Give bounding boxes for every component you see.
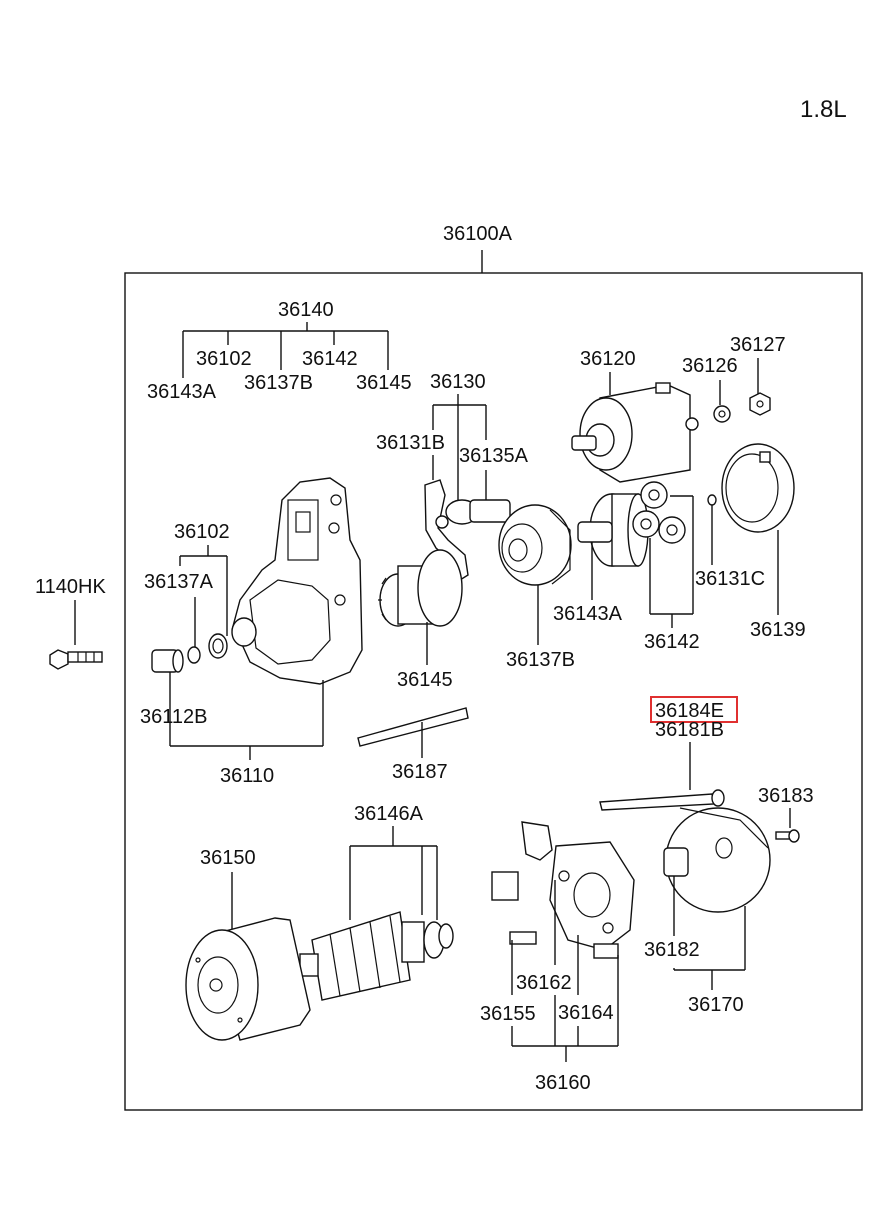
label-36170[interactable]: 36170 [688,994,744,1016]
label-36140[interactable]: 36140 [278,299,334,321]
label-36127[interactable]: 36127 [730,334,786,356]
pinion-gear-part [378,549,463,627]
brush-holder-part [491,821,635,959]
label-36187[interactable]: 36187 [392,761,448,783]
engine-label: 1.8L [800,96,847,123]
label-36142-top[interactable]: 36142 [302,348,358,370]
label-36102-top[interactable]: 36102 [196,348,252,370]
planet-gears-part [632,481,686,544]
label-36143a-top[interactable]: 36143A [147,381,217,403]
highlight-36184e-box [650,696,738,723]
armature-part [299,911,454,1001]
steel-ball-part [707,494,717,506]
label-36143a-mid[interactable]: 36143A [553,603,623,625]
leader-36160-bracket [511,880,619,1062]
drive-lever-part [424,479,511,582]
label-36145-top[interactable]: 36145 [356,372,412,394]
label-36150[interactable]: 36150 [200,847,256,869]
label-36139[interactable]: 36139 [750,619,806,641]
label-36126[interactable]: 36126 [682,355,738,377]
label-36137b-top[interactable]: 36137B [244,372,313,394]
leader-36140-bracket [182,322,389,378]
label-36130[interactable]: 36130 [430,371,486,393]
label-36135a[interactable]: 36135A [459,445,529,467]
label-36162[interactable]: 36162 [516,972,572,994]
bolt-1140hk-icon [49,649,103,670]
leader-36170-bracket [673,876,746,990]
through-bolt-part [599,789,725,811]
bushing-parts [151,633,228,673]
rear-bracket-part [663,807,771,913]
leader-36110-bracket [169,672,324,760]
label-36145-mid[interactable]: 36145 [397,669,453,691]
solenoid-part [571,382,699,483]
label-36120[interactable]: 36120 [580,348,636,370]
label-36146a[interactable]: 36146A [354,803,424,825]
internal-gear-ring-part [721,443,795,533]
label-1140hk[interactable]: 1140HK [35,576,106,598]
label-36184e[interactable]: 36184E [655,700,724,722]
threaded-rod-part [357,707,469,747]
label-36102-mid[interactable]: 36102 [174,521,230,543]
label-36160[interactable]: 36160 [535,1072,591,1094]
label-36110[interactable]: 36110 [220,765,274,787]
label-36164[interactable]: 36164 [558,1002,614,1024]
leader-36130-bracket [432,394,487,500]
label-36137a[interactable]: 36137A [144,571,214,593]
label-36131b[interactable]: 36131B [376,432,445,454]
label-36100a[interactable]: 36100A [443,223,513,245]
nut-36126-icon [713,405,731,423]
label-36183[interactable]: 36183 [758,785,814,807]
label-36131c[interactable]: 36131C [695,568,765,590]
assembly-frame [124,272,863,1111]
nut-36127-icon [749,392,771,416]
label-36137b-mid[interactable]: 36137B [506,649,575,671]
yoke-part [185,917,311,1041]
label-36112b[interactable]: 36112B [140,706,207,728]
label-36182[interactable]: 36182 [644,939,700,961]
label-36181b[interactable]: 36181B [655,719,724,741]
front-housing-part [231,477,363,685]
screw-36183-icon [775,829,800,843]
leader-36146a-bracket [349,826,438,920]
leader-36102-bracket [179,545,228,636]
label-36142-mid[interactable]: 36142 [644,631,700,653]
label-36155[interactable]: 36155 [480,1003,536,1025]
clutch-part [498,504,572,586]
leader-36142-bracket [649,495,694,628]
